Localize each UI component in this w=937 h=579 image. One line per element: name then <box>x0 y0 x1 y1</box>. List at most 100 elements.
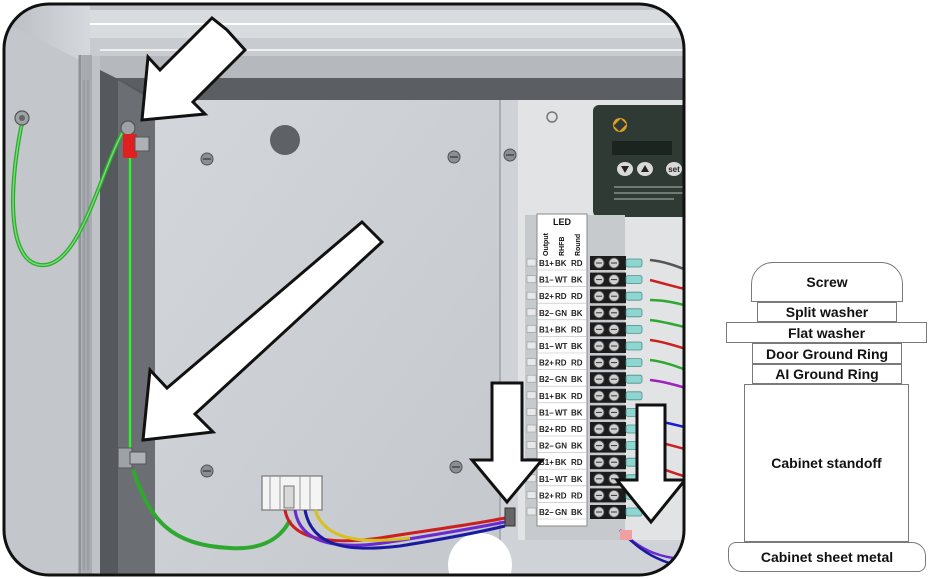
led-cell: B2+ <box>539 359 554 368</box>
led-cell: RD <box>555 359 567 368</box>
led-cell: BK <box>571 508 583 517</box>
led-row: B1+BK RD <box>537 325 587 337</box>
ai-ground-ring-label: AI Ground Ring <box>775 366 879 382</box>
led-cell: BK <box>571 342 583 351</box>
led-column-header: RHFB <box>559 237 566 256</box>
led-cell: RD <box>571 359 583 368</box>
led-column-header: Round <box>575 234 582 256</box>
led-cell: B1– <box>539 408 554 417</box>
led-cell: BK <box>571 442 583 451</box>
terminal-block <box>526 388 643 403</box>
led-cell: B2– <box>539 375 554 384</box>
led-cell: RD <box>571 259 583 268</box>
led-cell: RD <box>571 458 583 467</box>
led-cell: RD <box>555 292 567 301</box>
led-cell: GN <box>555 508 567 517</box>
terminal-block <box>526 256 643 270</box>
led-cell: B2– <box>539 508 554 517</box>
led-cell: B1+ <box>539 458 554 467</box>
led-cell: B1– <box>539 475 554 484</box>
screw-label: Screw <box>806 274 848 290</box>
led-row: B2–GN BK <box>537 375 587 387</box>
flat-washer-label: Flat washer <box>787 324 866 341</box>
arrow-to-terminal-ground <box>613 403 684 525</box>
led-cell: B2+ <box>539 491 554 500</box>
screw-layer: Screw <box>751 262 903 302</box>
led-column-header: Output <box>543 232 550 256</box>
terminal-block <box>526 339 643 353</box>
door-ground-ring-layer: Door Ground Ring <box>752 343 902 364</box>
led-cell: BK <box>555 392 567 401</box>
cabinet-standoff-layer: Cabinet standoff <box>744 384 909 542</box>
cabinet-illustration: set <box>2 2 686 577</box>
terminal-block <box>526 405 643 420</box>
led-cell: RD <box>571 425 583 434</box>
led-cell: WT <box>555 475 568 484</box>
led-cell: BK <box>555 259 567 268</box>
split-washer-layer: Split washer <box>757 302 897 322</box>
terminal-block <box>526 505 643 519</box>
led-row: B2–GN BK <box>537 508 587 520</box>
led-cell: B2– <box>539 442 554 451</box>
led-cell: BK <box>555 325 567 334</box>
led-row: B2–GN BK <box>537 442 587 453</box>
led-cell: BK <box>571 475 583 484</box>
led-cell: B1+ <box>539 259 554 268</box>
led-cell: GN <box>555 442 567 451</box>
led-cell: RD <box>555 491 567 500</box>
terminal-block <box>526 422 643 436</box>
led-cell: BK <box>555 458 567 467</box>
arrow-to-connector-ground <box>468 381 546 505</box>
split-washer-label: Split washer <box>785 304 869 320</box>
led-cell: BK <box>571 375 583 384</box>
led-row: B1+BK RD <box>537 458 587 470</box>
terminal-block <box>526 322 643 337</box>
led-cell: WT <box>555 276 568 285</box>
terminal-block <box>526 305 643 320</box>
led-cell: WT <box>555 342 568 351</box>
led-cell: RD <box>555 425 567 434</box>
led-cell: B1+ <box>539 392 554 401</box>
led-cell: B2+ <box>539 425 554 434</box>
door-ground-ring-label: Door Ground Ring <box>765 345 889 362</box>
led-cell: RD <box>571 325 583 334</box>
led-cell: B1+ <box>539 325 554 334</box>
terminal-block <box>526 289 643 304</box>
led-title: LED <box>553 217 572 227</box>
led-cell: B1– <box>539 276 554 285</box>
led-cell: BK <box>571 408 583 417</box>
led-cell: GN <box>555 309 567 318</box>
arrow-to-upper-ground-stud <box>140 15 248 122</box>
led-row: B2–GN BK <box>537 309 587 321</box>
red-terminal-lug <box>123 134 137 158</box>
cabinet-standoff-label: Cabinet standoff <box>771 455 882 471</box>
terminal-block <box>526 372 643 387</box>
cabinet-sheet-metal-label: Cabinet sheet metal <box>760 549 894 565</box>
ai-ground-ring-layer: AI Ground Ring <box>752 364 902 384</box>
terminal-block <box>526 355 643 370</box>
led-cell: GN <box>555 375 567 384</box>
led-cell: BK <box>571 309 583 318</box>
led-cell: B2– <box>539 309 554 318</box>
cabinet-sheet-metal-layer: Cabinet sheet metal <box>728 542 926 572</box>
led-cell: RD <box>571 491 583 500</box>
terminal-block <box>526 272 643 287</box>
led-cell: BK <box>571 276 583 285</box>
led-cell: WT <box>555 408 568 417</box>
led-cell: B1– <box>539 342 554 351</box>
flat-washer-layer: Flat washer <box>726 322 927 343</box>
led-row: B1+BK RD <box>537 259 587 271</box>
arrow-to-lower-ground-stud <box>141 219 385 442</box>
controller-set-label: set <box>668 165 680 174</box>
led-cell: RD <box>571 292 583 301</box>
led-cell: B2+ <box>539 292 554 301</box>
